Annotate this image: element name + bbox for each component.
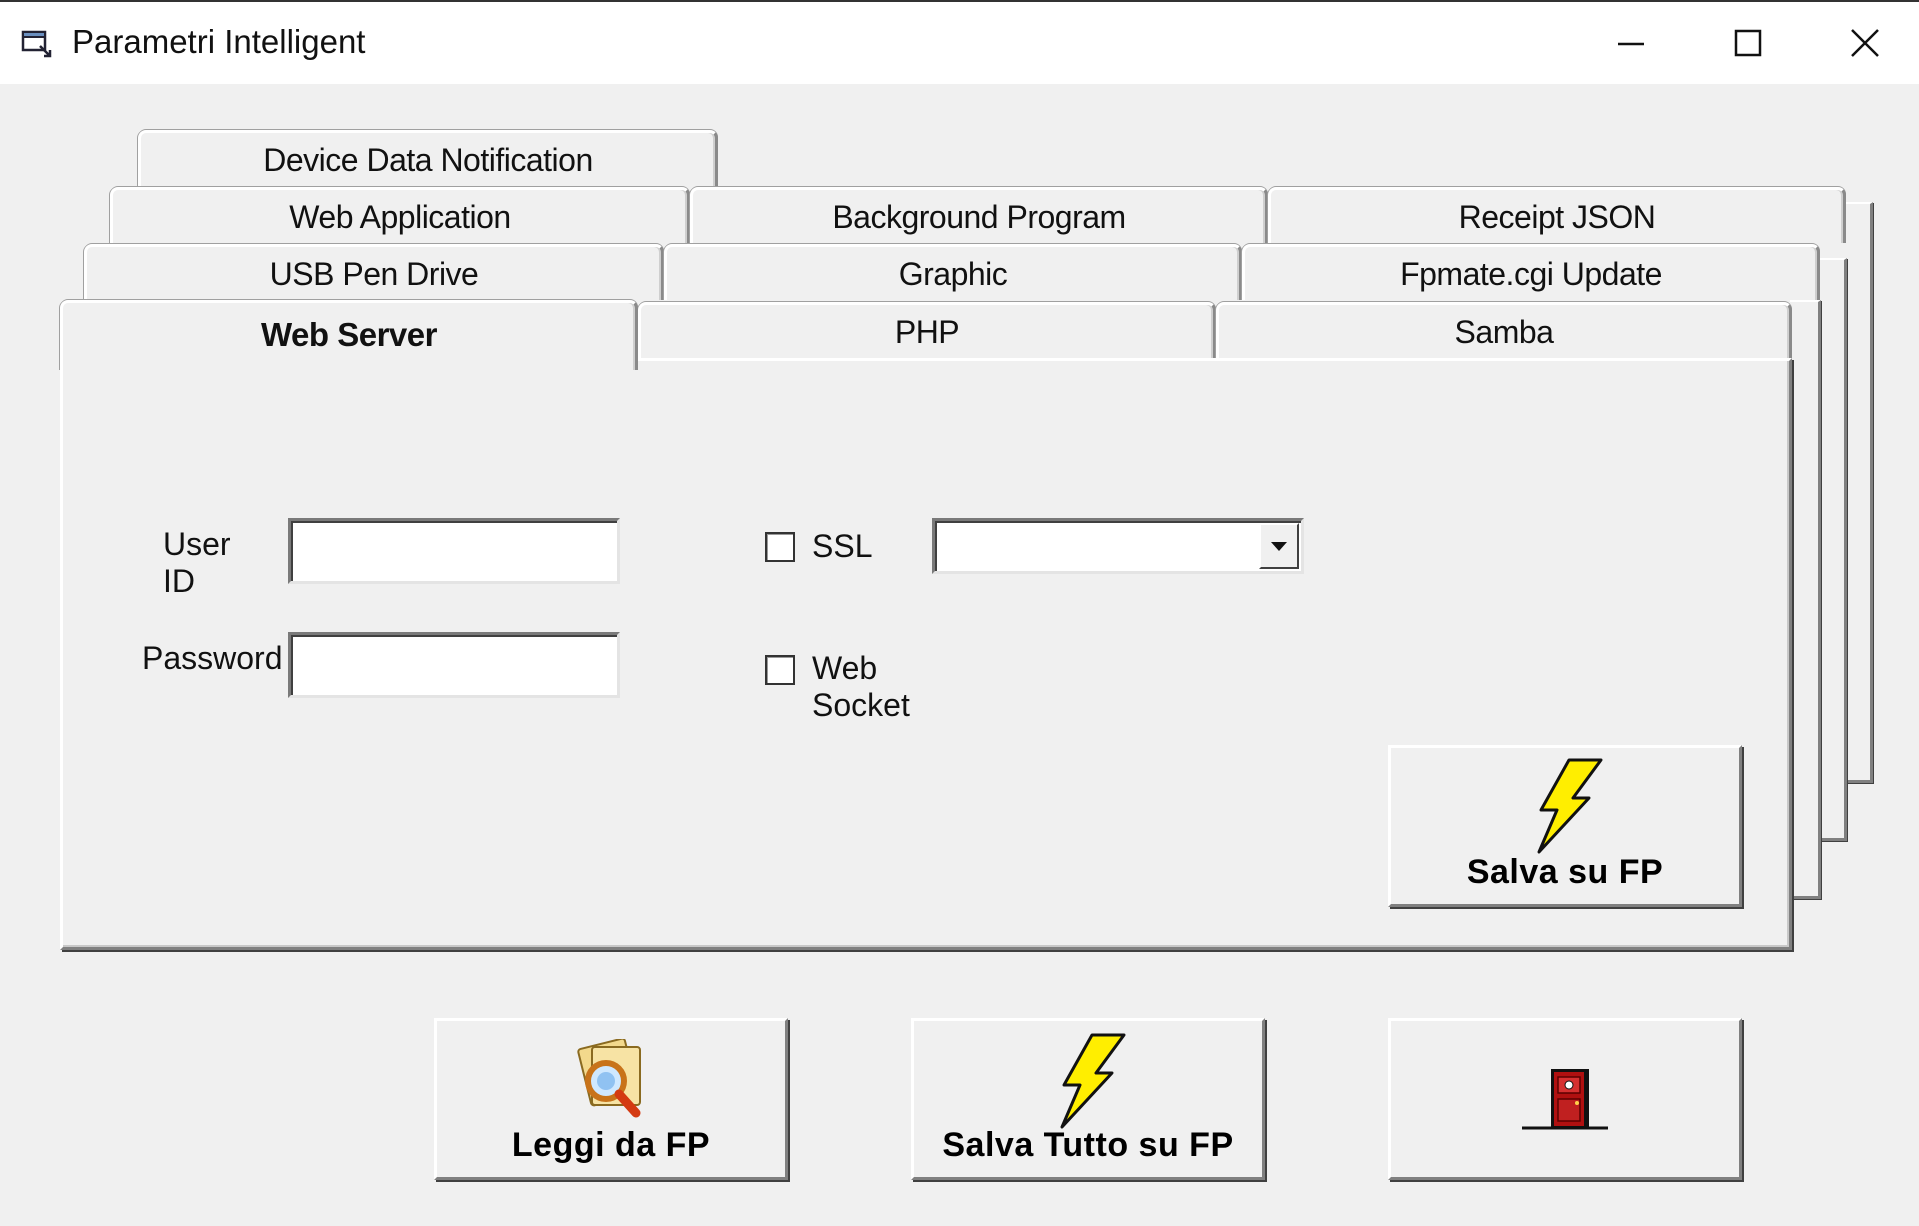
minimize-icon (1618, 42, 1644, 46)
ssl-checkbox[interactable] (765, 532, 795, 562)
password-field[interactable] (288, 632, 620, 698)
minimize-button[interactable] (1573, 2, 1689, 84)
magnifier-documents-icon (577, 1039, 641, 1118)
close-icon (1851, 29, 1879, 57)
tab-usb-pen-drive[interactable]: USB Pen Drive (84, 244, 664, 300)
save-button-label: Salva su FP (1466, 853, 1664, 891)
lightning-bolt-icon (1060, 1033, 1126, 1129)
read-from-fp-button[interactable]: Leggi da FP (434, 1018, 788, 1180)
ssl-label: SSL (812, 528, 873, 564)
title-bar: Parametri Intelligent (0, 0, 1919, 84)
window-title: Parametri Intelligent (72, 23, 366, 60)
tab-graphic[interactable]: Graphic (664, 244, 1242, 300)
ssl-select[interactable] (932, 518, 1304, 574)
lightning-bolt-icon (1537, 758, 1603, 854)
tab-device-data-notification[interactable]: Device Data Notification (138, 130, 718, 186)
tab-php[interactable]: PHP (638, 302, 1216, 358)
user-id-field[interactable] (288, 518, 620, 584)
close-button[interactable] (1807, 2, 1919, 84)
password-label: Password (142, 640, 283, 676)
tab-receipt-json[interactable]: Receipt JSON (1268, 187, 1846, 243)
web-socket-checkbox[interactable] (765, 655, 795, 685)
user-id-label: User ID (163, 526, 231, 599)
tab-samba[interactable]: Samba (1216, 302, 1792, 358)
save-all-button[interactable]: Salva Tutto su FP (911, 1018, 1265, 1180)
ssl-dropdown-button[interactable] (1259, 523, 1299, 569)
maximize-icon (1734, 29, 1762, 57)
tab-background-program[interactable]: Background Program (690, 187, 1268, 243)
maximize-button[interactable] (1690, 2, 1806, 84)
chevron-down-icon (1271, 542, 1287, 551)
tab-page-edge (1790, 300, 1821, 899)
web-socket-label: Web Socket (812, 650, 910, 723)
tab-web-application[interactable]: Web Application (110, 187, 690, 243)
tab-web-server[interactable]: Web Server (60, 300, 638, 370)
read-from-fp-label: Leggi da FP (511, 1126, 711, 1164)
save-button[interactable]: Salva su FP (1388, 745, 1742, 907)
save-all-button-label: Salva Tutto su FP (942, 1126, 1234, 1164)
exit-button[interactable] (1388, 1018, 1742, 1180)
tab-fpmate-cgi-update[interactable]: Fpmate.cgi Update (1242, 244, 1820, 300)
exit-door-icon (1522, 1069, 1608, 1130)
app-window-icon (21, 30, 52, 58)
